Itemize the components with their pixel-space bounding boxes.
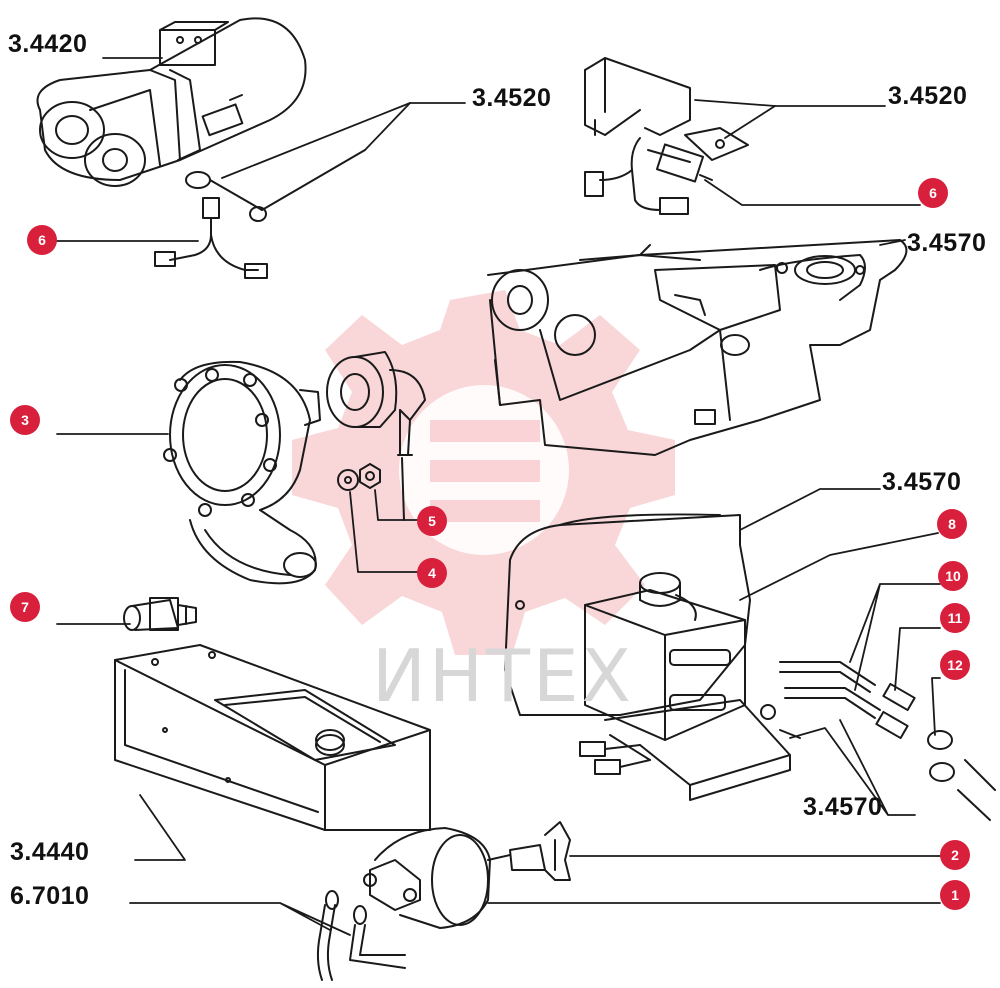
ref-label-3-4440: 3.4440 bbox=[10, 838, 90, 866]
ref-label-3-4570-panel: 3.4570 bbox=[882, 468, 962, 496]
ref-label-3-4520-left: 3.4520 bbox=[472, 84, 552, 112]
leader-6-7010 bbox=[129, 902, 351, 936]
leader-6b bbox=[704, 179, 921, 206]
leader-5 bbox=[374, 489, 423, 521]
tractor-frame-upper-drawing bbox=[487, 239, 908, 456]
leader-12 bbox=[931, 677, 941, 736]
leader-lines bbox=[56, 57, 941, 936]
horn-drawing bbox=[163, 360, 321, 585]
leader-3-4570-b bbox=[739, 488, 881, 531]
ref-label-3-4420: 3.4420 bbox=[8, 30, 88, 58]
ref-label-3-4570-bracket: 3.4570 bbox=[803, 793, 883, 821]
leader-11 bbox=[894, 627, 941, 691]
ref-label-3-4570-frame: 3.4570 bbox=[907, 229, 987, 257]
callout-1[interactable]: 1 bbox=[940, 880, 970, 910]
cable-nut-washer-drawing bbox=[326, 351, 426, 521]
callout-2[interactable]: 2 bbox=[940, 840, 970, 870]
pressure-sensor-left-drawing bbox=[154, 149, 366, 279]
hydraulic-cylinder-drawing bbox=[36, 17, 307, 187]
watermark-logo-inner bbox=[430, 420, 540, 522]
leader-10 bbox=[849, 583, 941, 691]
leader-3-4520-a bbox=[221, 102, 466, 179]
washer-reservoir-drawing bbox=[579, 572, 801, 801]
ref-label-6-7010: 6.7010 bbox=[10, 882, 90, 910]
leader-3-4520-b2 bbox=[724, 105, 776, 139]
ref-label-3-4520-right: 3.4520 bbox=[888, 82, 968, 110]
leader-4 bbox=[349, 491, 423, 573]
callout-3[interactable]: 3 bbox=[10, 405, 40, 435]
leader-3-4440 bbox=[134, 794, 186, 861]
leader-3-4570-c bbox=[789, 719, 916, 816]
leader-3-4520-a2 bbox=[364, 102, 411, 151]
washer-panel-drawing bbox=[504, 513, 751, 716]
callout-12[interactable]: 12 bbox=[940, 650, 970, 680]
callout-6-right[interactable]: 6 bbox=[918, 178, 948, 208]
watermark-text: ИНТЕХ bbox=[372, 634, 634, 718]
callout-5[interactable]: 5 bbox=[417, 506, 447, 536]
callout-10[interactable]: 10 bbox=[938, 561, 968, 591]
leader-3-4520-b bbox=[694, 99, 886, 107]
callout-7[interactable]: 7 bbox=[10, 592, 40, 622]
sensor-bracket-drawing bbox=[584, 57, 749, 215]
hose-fittings-drawing bbox=[779, 661, 996, 821]
callout-6-left[interactable]: 6 bbox=[27, 225, 57, 255]
callout-8[interactable]: 8 bbox=[937, 509, 967, 539]
leader-3-4570-a bbox=[879, 239, 906, 246]
leader-8 bbox=[739, 532, 939, 601]
battery-switch-drawing bbox=[363, 821, 571, 929]
callout-4[interactable]: 4 bbox=[417, 558, 447, 588]
callout-11[interactable]: 11 bbox=[940, 603, 970, 633]
battery-cables-drawing bbox=[316, 890, 406, 981]
switch-7-drawing bbox=[123, 597, 197, 631]
